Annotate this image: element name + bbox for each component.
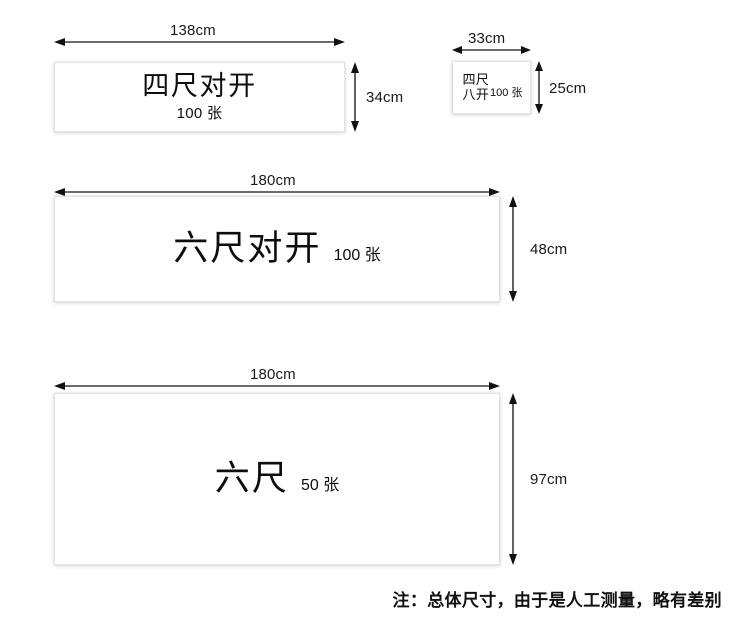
sheet-count-liuchi: 50 张 [300, 476, 340, 494]
height-dimension-arrow-sizhi-duikai [351, 62, 359, 132]
width-label-liuchi: 180cm [250, 366, 296, 383]
sheet-name-sizhi-bakai: 四尺 八开 [462, 71, 490, 102]
sheet-text-group: 六尺 50 张 [214, 458, 340, 498]
sheet-box-sizhi-duikai: 四尺对开 100 张 [54, 62, 345, 132]
height-dimension-arrow-liuchi-duikai [509, 196, 517, 302]
sheet-box-liuchi: 六尺 50 张 [54, 393, 500, 565]
height-dimension-arrow-sizhi-bakai [535, 61, 543, 114]
height-label-liuchi: 97cm [530, 471, 568, 488]
sheet-name-liuchi: 六尺 [214, 458, 289, 498]
height-label-liuchi-duikai: 48cm [530, 241, 568, 258]
sheet-count-liuchi-duikai: 100 张 [333, 246, 381, 264]
width-label-sizhi-bakai: 33cm [468, 30, 506, 47]
height-dimension-arrow-liuchi [509, 393, 517, 565]
height-label-sizhi-bakai: 25cm [549, 80, 587, 97]
sheet-count-sizhi-duikai: 100 张 [176, 105, 223, 123]
sheet-text-group: 六尺对开 100 张 [173, 228, 381, 268]
height-label-sizhi-duikai: 34cm [366, 89, 404, 106]
sheet-text-group: 四尺 八开 100 张 [461, 71, 523, 102]
width-label-liuchi-duikai: 180cm [250, 172, 296, 189]
sheet-box-sizhi-bakai: 四尺 八开 100 张 [452, 61, 531, 114]
measurement-note: 注：总体尺寸，由于是人工测量，略有差别 [392, 591, 722, 610]
width-label-sizhi-duikai: 138cm [170, 22, 216, 39]
sheet-name-liuchi-duikai: 六尺对开 [173, 228, 322, 268]
sheet-text-group: 四尺对开 100 张 [142, 72, 256, 122]
sheet-name-sizhi-duikai: 四尺对开 [142, 70, 257, 101]
sheet-box-liuchi-duikai: 六尺对开 100 张 [54, 196, 500, 302]
sheet-count-sizhi-bakai: 100 张 [490, 86, 523, 99]
